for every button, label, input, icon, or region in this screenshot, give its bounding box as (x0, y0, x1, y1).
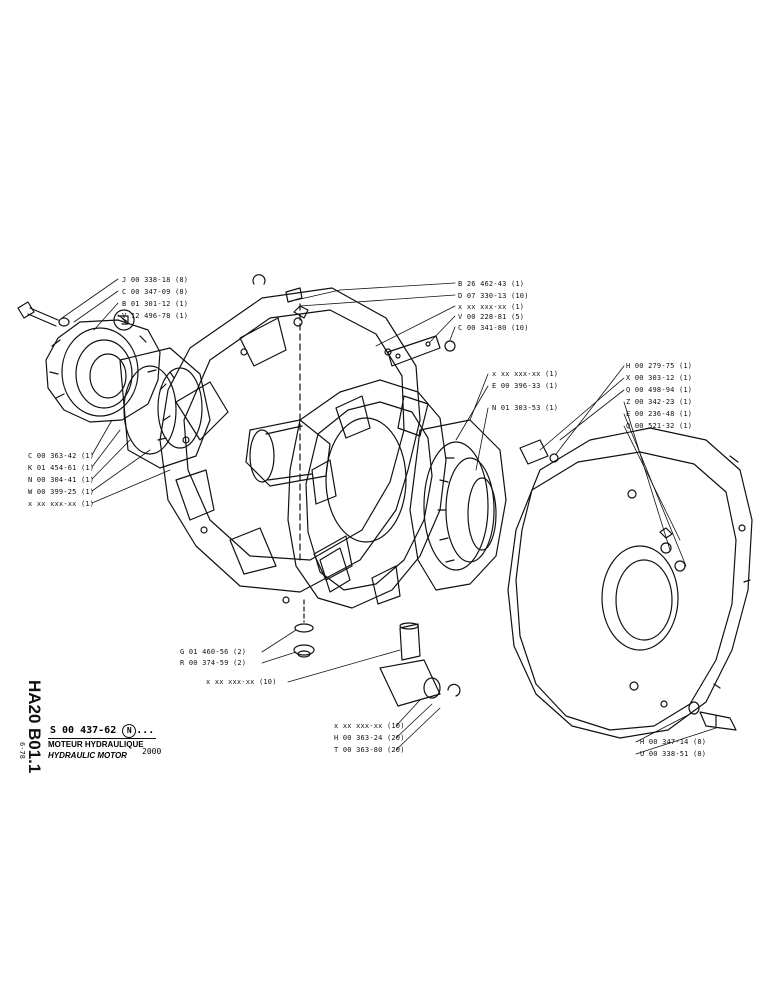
washers-pins (293, 599, 461, 707)
part-label: Z 00 342-23 (1) (626, 398, 693, 406)
part-label: Q 00 521-32 (1) (626, 422, 693, 430)
side-code-label: HA20 (25, 680, 44, 724)
part-label: U 00 338-51 (8) (640, 750, 707, 758)
top-bracket (387, 335, 456, 367)
main-housing (159, 287, 421, 604)
part-label: x xx xxx-xx (1) (458, 303, 525, 311)
part-label: V 12 496-78 (1) (122, 312, 189, 320)
part-label: x xx xxx-xx (10) (206, 678, 277, 686)
part-label: B 01 301-12 (1) (122, 300, 189, 308)
plug-screw-top (252, 274, 303, 561)
title-french: MOTEUR HYDRAULIQUE (48, 740, 144, 749)
part-label: N 01 303-53 (1) (492, 404, 559, 412)
part-label: R 00 374-59 (2) (180, 659, 247, 667)
right-cover-plate (507, 427, 753, 739)
part-label: Q 00 498-94 (1) (626, 386, 693, 394)
part-label: J 00 338-18 (8) (122, 276, 189, 284)
part-label: x xx xxx-xx (1) (28, 500, 95, 508)
reference-suffix: ... (136, 725, 155, 736)
cam-ring (287, 379, 447, 609)
leader-lines (61, 278, 717, 755)
part-label: D 07 330-13 (10) (458, 292, 529, 300)
reference-number: S 00 437-62 N... (48, 724, 157, 739)
part-label: G 01 460-56 (2) (180, 648, 247, 656)
part-label: V 00 228-81 (5) (458, 313, 525, 321)
part-label: E 00 396-33 (1) (492, 382, 559, 390)
left-end-cover (45, 319, 161, 423)
part-label: x xx xxx-xx (10) (334, 722, 405, 730)
bolt-bottom-right (688, 701, 737, 731)
part-label: K 01 454-61 (1) (28, 464, 95, 472)
part-label: H 00 347-14 (8) (640, 738, 707, 746)
part-label: N 00 304-41 (1) (28, 476, 95, 484)
part-label: T 00 363-80 (20) (334, 746, 405, 754)
part-label: x xx xxx-xx (1) (492, 370, 559, 378)
right-hub (409, 419, 507, 591)
part-label: B 26 462-43 (1) (458, 280, 525, 288)
part-label: C 00 347-09 (8) (122, 288, 189, 296)
part-label: C 00 363-42 (1) (28, 452, 95, 460)
side-date-label: 6-78 (18, 742, 26, 759)
part-label: H 00 363-24 (20) (334, 734, 405, 742)
bleed-fitting (519, 439, 559, 465)
part-label: C 00 341-80 (10) (458, 324, 529, 332)
part-label: H 00 279-75 (1) (626, 362, 693, 370)
reference-code: S 00 437-62 (50, 725, 117, 736)
title-english: HYDRAULIC MOTOR (48, 751, 127, 760)
model-number: 2000 (142, 747, 162, 756)
part-label: W 00 399-25 (1) (28, 488, 95, 496)
side-section-label: B01.1 (25, 728, 44, 774)
part-label: X 00 303-12 (1) (626, 374, 693, 382)
central-shaft (245, 419, 331, 487)
bolt-top-left (17, 301, 70, 327)
part-label: E 00 236-48 (1) (626, 410, 693, 418)
reference-flag: N (122, 724, 137, 738)
